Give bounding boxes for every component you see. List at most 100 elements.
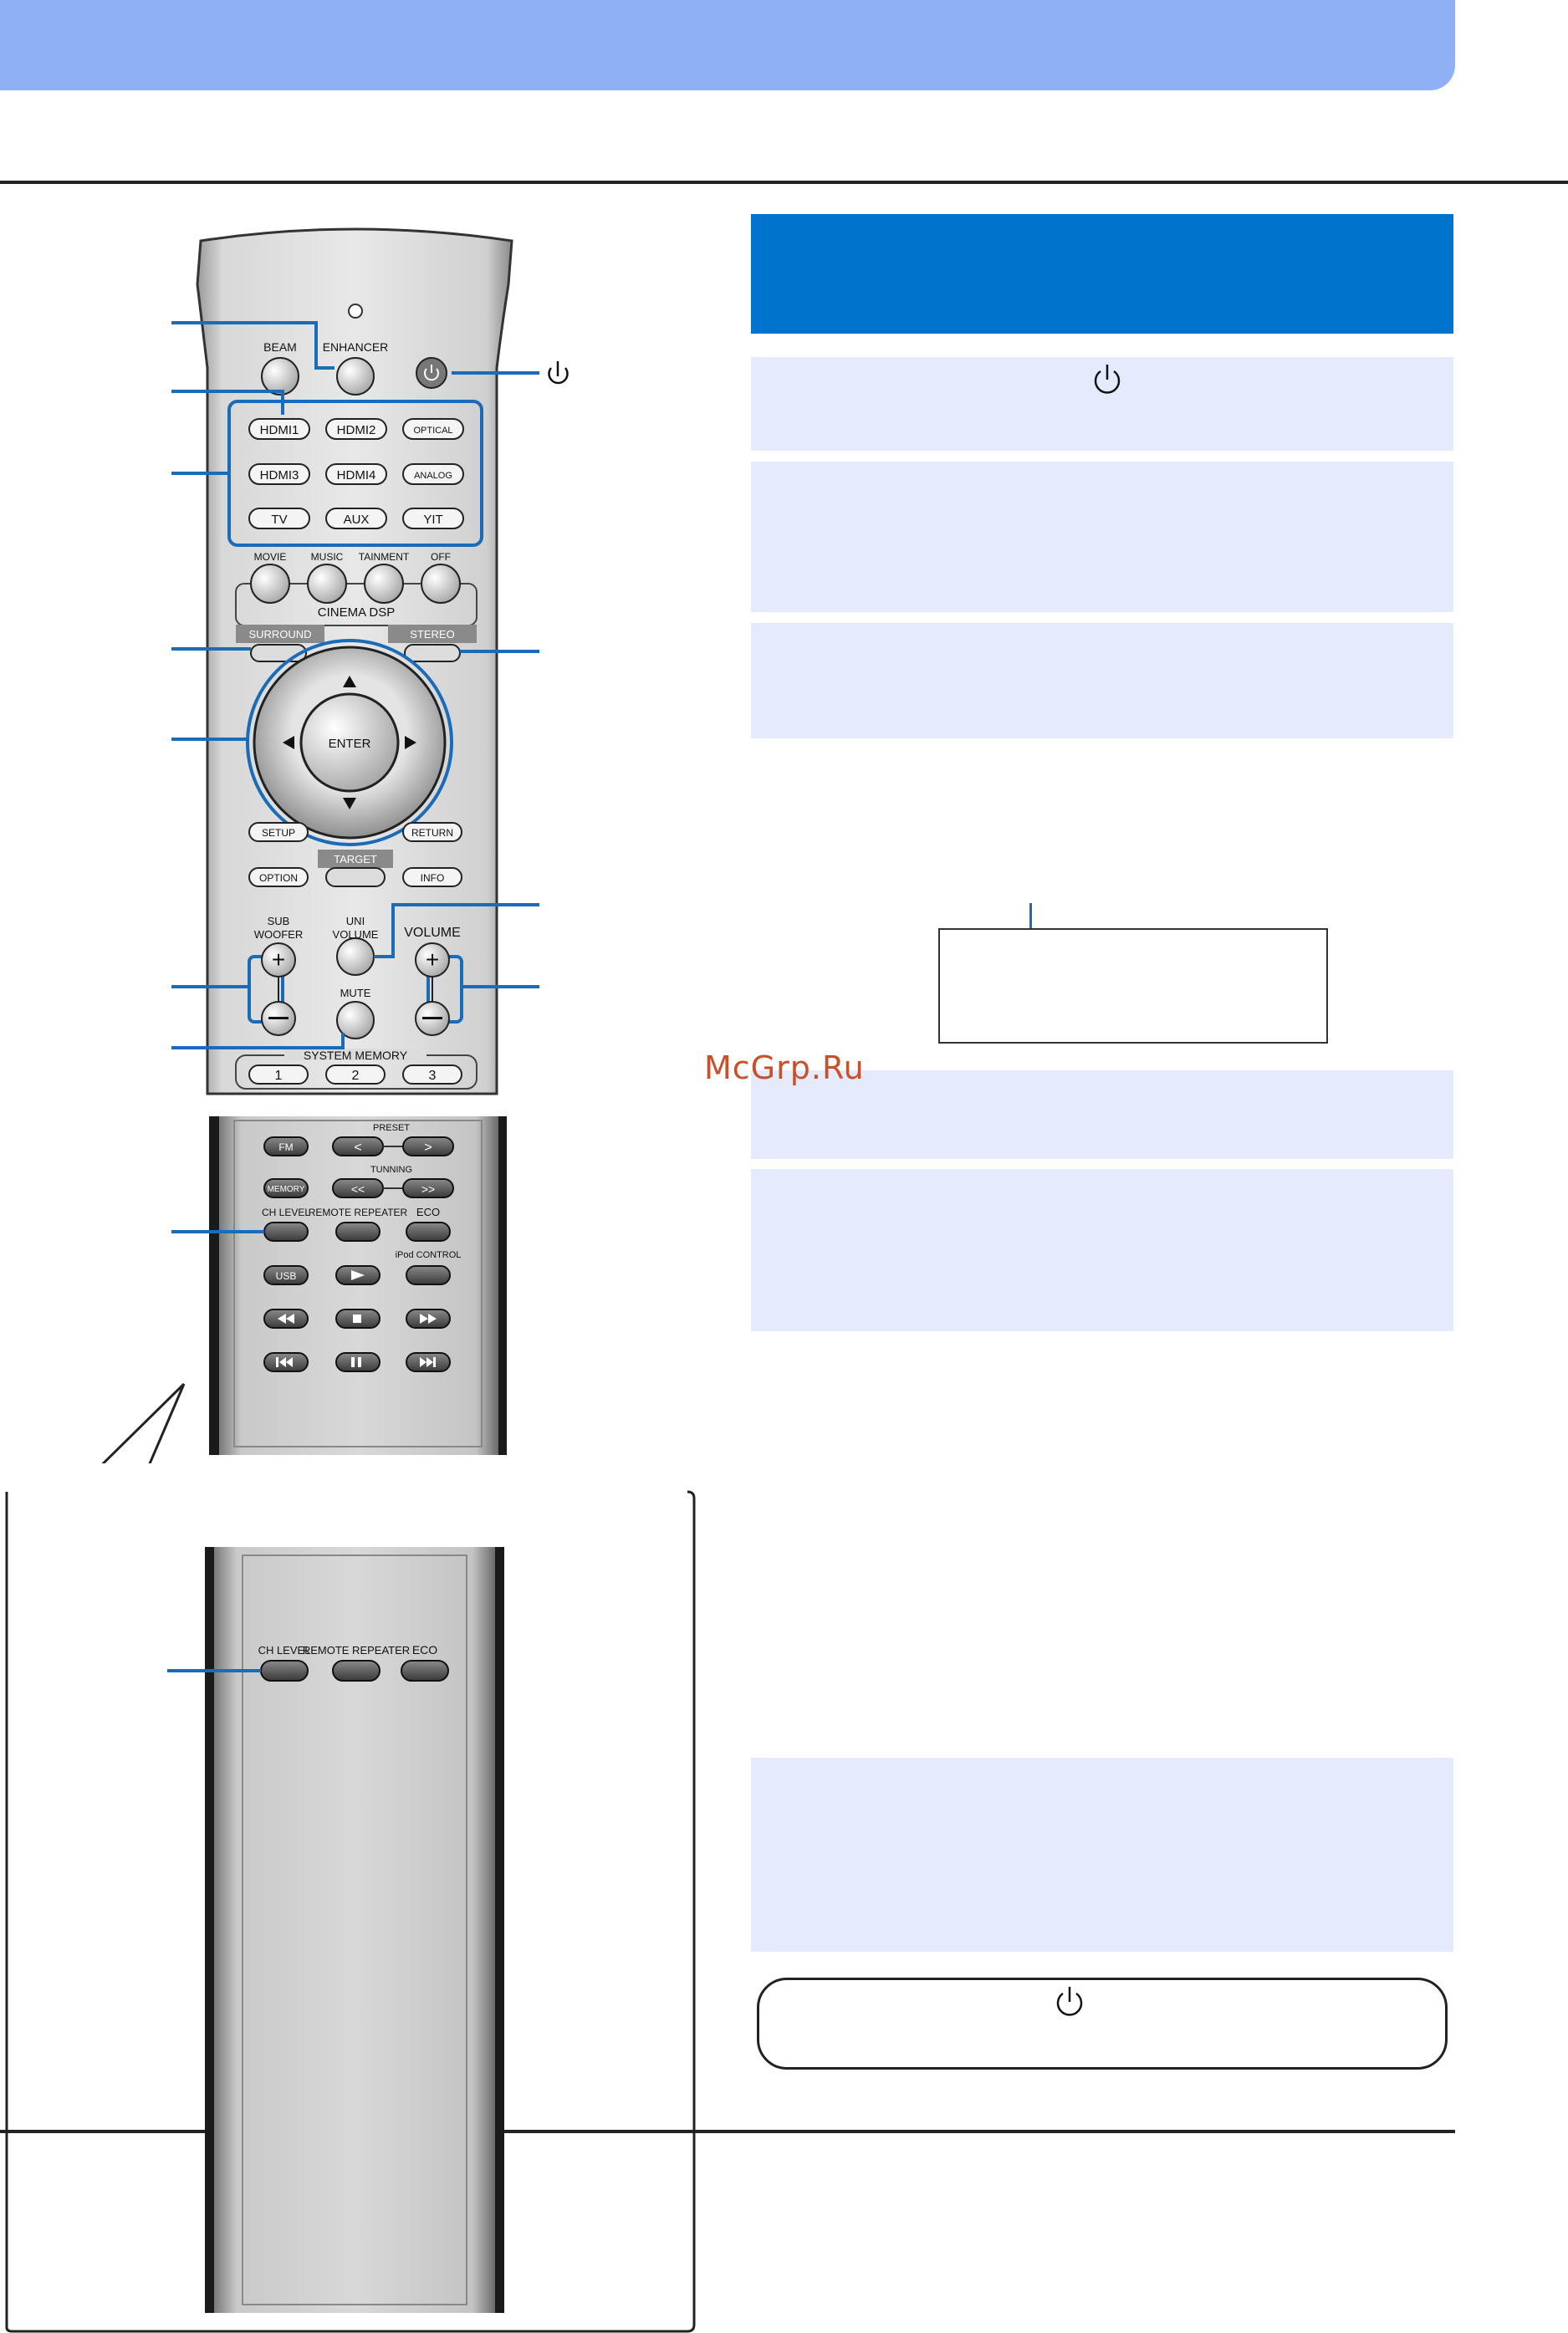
memory-1-button[interactable] <box>248 1064 309 1085</box>
play-icon <box>351 1270 365 1280</box>
zoom-eco-button[interactable] <box>401 1660 449 1682</box>
front-panel-display <box>938 928 1328 1044</box>
music-label: MUSIC <box>311 551 344 563</box>
zoom-eco-label: ECO <box>412 1643 437 1657</box>
zoom-remote-repeater-button[interactable] <box>332 1660 381 1682</box>
skip-forward-icon <box>420 1357 426 1367</box>
memory-2-button[interactable] <box>325 1064 386 1085</box>
plus-icon: + <box>426 947 439 973</box>
hdmi1-button[interactable] <box>248 418 310 440</box>
power-icon <box>1056 1987 1083 2016</box>
remote-repeater-label: REMOTE REPEATER <box>309 1207 408 1218</box>
preset-label: PRESET <box>373 1123 410 1133</box>
hdmi2-button[interactable] <box>325 418 387 440</box>
eco-button[interactable] <box>406 1222 451 1242</box>
hdmi3-button[interactable] <box>248 463 310 485</box>
top-banner <box>0 0 1455 90</box>
hdmi3-label: HDMI3 <box>260 468 299 482</box>
info-label: INFO <box>421 872 445 884</box>
tv-button[interactable] <box>248 508 310 529</box>
fm-button[interactable] <box>263 1136 309 1156</box>
arrow-right-icon[interactable] <box>405 736 416 749</box>
surround-label: SURROUND <box>248 628 311 641</box>
hdmi1-label: HDMI1 <box>260 423 299 437</box>
preset-next-button[interactable] <box>402 1136 454 1156</box>
subwoofer-label-2: WOOFER <box>254 928 304 941</box>
enhancer-button[interactable] <box>336 357 375 396</box>
remote-lower-panel <box>219 1116 498 1455</box>
step-3-panel <box>751 623 1453 738</box>
memory-button[interactable] <box>263 1178 309 1198</box>
top-rule <box>0 181 1568 184</box>
stereo-button[interactable] <box>404 644 461 662</box>
memory-3-label: 3 <box>429 1069 437 1083</box>
ipod-control-button[interactable] <box>406 1265 451 1285</box>
arrow-down-icon[interactable] <box>343 798 356 809</box>
yit-label: YIT <box>423 513 442 527</box>
target-tab <box>318 850 393 868</box>
callout-lines <box>171 321 539 1233</box>
univolume-button[interactable] <box>336 937 375 976</box>
remote-repeater-button[interactable] <box>335 1222 381 1242</box>
tuning-up-button[interactable] <box>402 1178 454 1198</box>
analog-button[interactable] <box>402 463 464 485</box>
subwoofer-plus-button[interactable] <box>261 942 296 978</box>
enter-button[interactable] <box>299 692 400 793</box>
info-button[interactable] <box>402 867 462 887</box>
zoom-remote-repeater-label: REMOTE REPEATER <box>303 1644 410 1657</box>
section-header-bar <box>751 214 1453 334</box>
volume-plus-button[interactable] <box>415 942 450 978</box>
univolume-label-2: VOLUME <box>333 928 379 941</box>
cursor-highlight <box>246 639 453 846</box>
pause-icon <box>351 1357 355 1367</box>
setup-label: SETUP <box>262 827 295 839</box>
entertainment-button[interactable] <box>364 564 404 604</box>
chevron-right-icon: > <box>424 1141 432 1155</box>
power-icon <box>424 365 439 381</box>
mute-button[interactable] <box>336 1001 375 1039</box>
step-1-panel <box>751 357 1453 451</box>
return-button[interactable] <box>402 822 462 842</box>
note-box <box>757 1978 1448 2070</box>
memory-3-button[interactable] <box>402 1064 462 1085</box>
double-chevron-right-icon: >> <box>421 1182 435 1196</box>
yit-button[interactable] <box>402 508 464 529</box>
hdmi4-button[interactable] <box>325 463 387 485</box>
system-memory-label: SYSTEM MEMORY <box>304 1049 408 1062</box>
subwoofer-label-1: SUB <box>268 915 290 927</box>
minus-icon <box>422 1017 442 1019</box>
zoom-detail-illustration: CH LEVEL REMOTE REPEATER ECO <box>5 1490 696 2333</box>
music-button[interactable] <box>307 564 347 604</box>
beam-button[interactable] <box>261 357 299 396</box>
option-label: OPTION <box>259 872 298 884</box>
arrow-up-icon[interactable] <box>343 676 356 687</box>
setup-button[interactable] <box>248 822 309 842</box>
ch-level-button[interactable] <box>263 1222 309 1242</box>
arrow-left-icon[interactable] <box>283 736 294 749</box>
cinema-dsp-label: CINEMA DSP <box>318 605 396 620</box>
target-button[interactable] <box>325 867 386 887</box>
univolume-label-1: UNI <box>346 915 365 927</box>
optical-label: OPTICAL <box>413 426 452 436</box>
aux-button[interactable] <box>325 508 387 529</box>
power-icon <box>548 361 569 385</box>
tuning-label: TUNNING <box>370 1165 412 1175</box>
optical-button[interactable] <box>402 418 464 440</box>
zoom-ch-level-button[interactable] <box>260 1660 309 1682</box>
memory-2-label: 2 <box>352 1069 360 1083</box>
usb-label: USB <box>276 1270 297 1282</box>
movie-label: MOVIE <box>254 551 287 563</box>
option-button[interactable] <box>248 867 309 887</box>
chevron-left-icon: < <box>354 1141 361 1155</box>
movie-button[interactable] <box>250 564 290 604</box>
minus-icon <box>268 1017 289 1019</box>
off-button[interactable] <box>421 564 461 604</box>
plus-icon: + <box>272 947 285 973</box>
hdmi2-label: HDMI2 <box>337 423 376 437</box>
cinema-dsp-frame <box>235 583 478 626</box>
mute-label: MUTE <box>340 987 371 999</box>
stop-icon <box>353 1315 361 1323</box>
off-label: OFF <box>431 551 451 563</box>
entertainment-label: TAINMENT <box>359 551 410 563</box>
usb-button[interactable] <box>263 1265 309 1285</box>
